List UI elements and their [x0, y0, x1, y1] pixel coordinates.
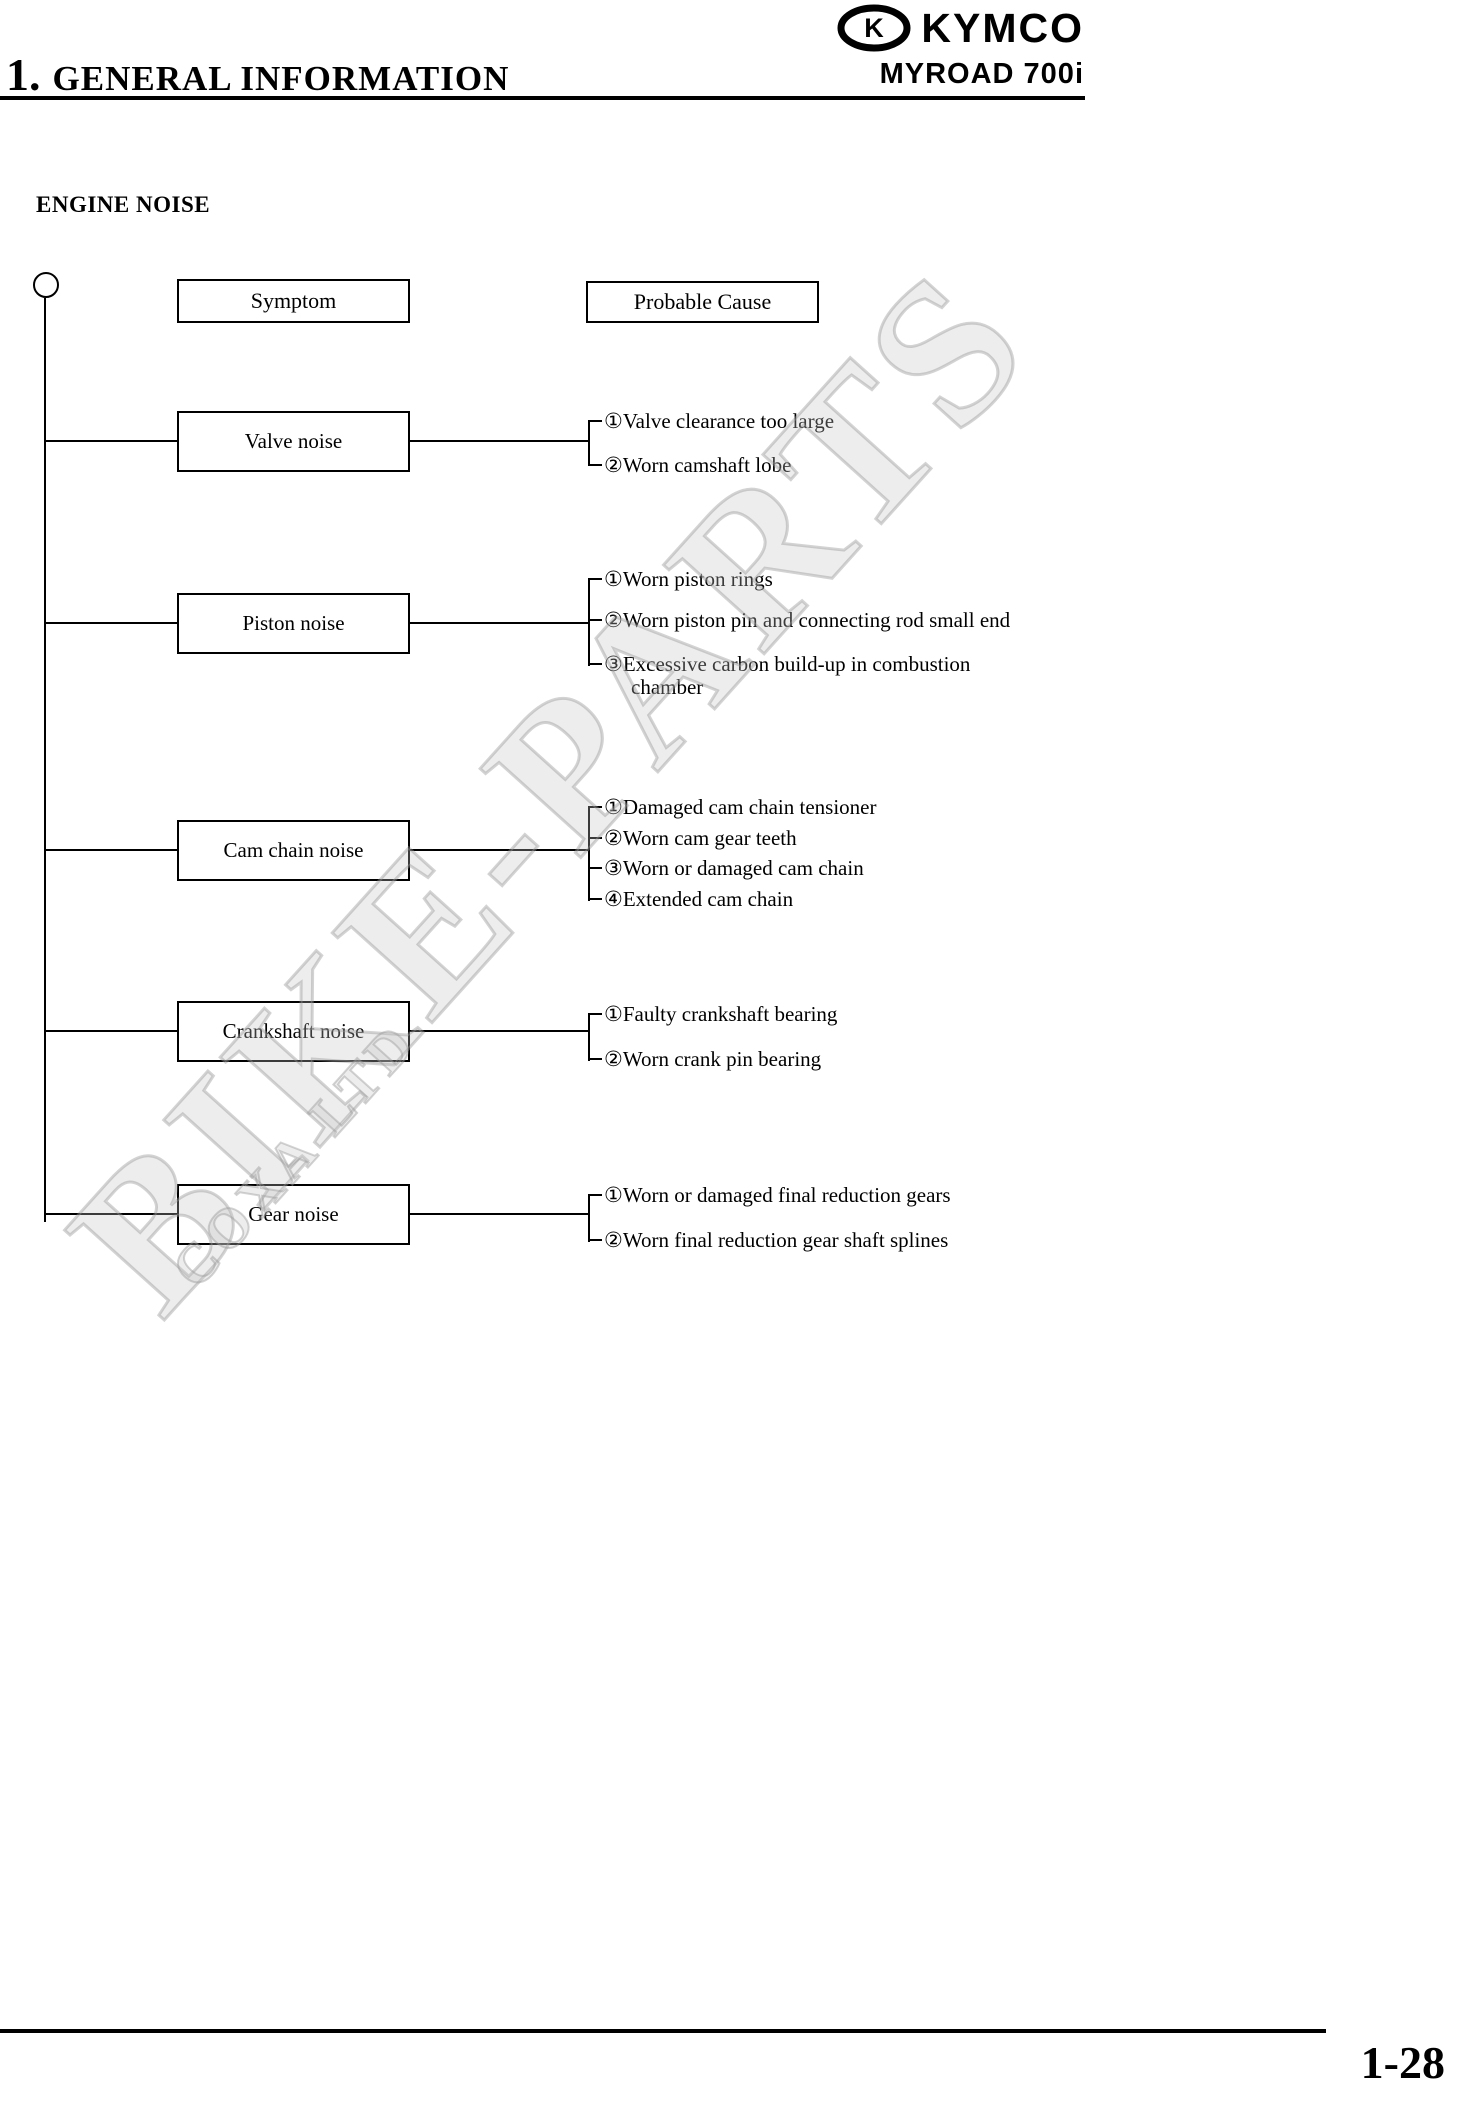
footer-rule [0, 2029, 1326, 2033]
kymco-logo-icon: K [837, 4, 911, 52]
cause-item: ③Worn or damaged cam chain [604, 856, 864, 880]
symptom-box-cam-chain: Cam chain noise [177, 820, 410, 881]
connector-line [45, 1213, 177, 1215]
tick-line [588, 578, 602, 580]
symptom-label: Cam chain noise [223, 838, 364, 862]
tick-line [588, 663, 602, 665]
symptom-box-valve: Valve noise [177, 411, 410, 472]
tick-line [588, 806, 602, 808]
cause-item: ②Worn final reduction gear shaft splines [604, 1228, 949, 1252]
connector-line [45, 440, 177, 442]
cause-item: ①Damaged cam chain tensioner [604, 795, 877, 819]
page-number: 1-28 [1360, 2037, 1445, 2088]
symptom-box-crankshaft: Crankshaft noise [177, 1001, 410, 1062]
cause-header-label: Probable Cause [633, 289, 772, 314]
tick-line [588, 1239, 602, 1241]
section-number: 1. [6, 49, 41, 100]
cause-item: ②Worn piston pin and connecting rod smal… [604, 608, 1011, 632]
cause-item: ④Extended cam chain [604, 887, 794, 911]
model-name: MYROAD 700i [879, 58, 1084, 90]
symptom-label: Crankshaft noise [222, 1019, 365, 1043]
cause-header-box: Probable Cause [586, 281, 819, 323]
section-title: 1. GENERAL INFORMATION [6, 48, 509, 101]
bracket-line [588, 578, 590, 666]
tick-line [588, 837, 602, 839]
symptom-box-gear: Gear noise [177, 1184, 410, 1245]
tick-line [588, 619, 602, 621]
symptom-header-label: Symptom [250, 288, 337, 313]
connector-line [45, 1030, 177, 1032]
title-underline [0, 96, 1085, 100]
connector-line [410, 622, 588, 624]
cause-item: ①Faulty crankshaft bearing [604, 1002, 838, 1026]
brand-name: KYMCO [921, 4, 1084, 51]
connector-line [45, 622, 177, 624]
tick-line [588, 420, 602, 422]
cause-item: ②Worn cam gear teeth [604, 826, 797, 850]
bracket-line [588, 1013, 590, 1061]
cause-item: ②Worn crank pin bearing [604, 1047, 822, 1071]
cause-item: ①Worn or damaged final reduction gears [604, 1183, 951, 1207]
cause-item: ①Worn piston rings [604, 567, 773, 591]
cause-item: ③Excessive carbon build-up in combustion… [604, 652, 971, 699]
flow-start-circle [33, 272, 59, 298]
bracket-line [588, 420, 590, 466]
svg-text:K: K [865, 13, 885, 43]
symptom-box-piston: Piston noise [177, 593, 410, 654]
trunk-line [44, 298, 46, 1222]
symptom-header-box: Symptom [177, 279, 410, 323]
connector-line [410, 440, 588, 442]
cause-item: ②Worn camshaft lobe [604, 453, 792, 477]
bracket-line [588, 806, 590, 901]
tick-line [588, 1013, 602, 1015]
page-heading: ENGINE NOISE [36, 192, 211, 217]
cause-item: ①Valve clearance too large [604, 409, 835, 433]
section-title-text: GENERAL INFORMATION [52, 59, 510, 98]
tick-line [588, 898, 602, 900]
tick-line [588, 1058, 602, 1060]
brand-logo-row: K KYMCO [778, 4, 1084, 52]
symptom-label: Valve noise [244, 429, 343, 453]
bracket-line [588, 1194, 590, 1242]
tick-line [588, 1194, 602, 1196]
connector-line [410, 1213, 588, 1215]
connector-line [45, 849, 177, 851]
tick-line [588, 867, 602, 869]
symptom-label: Piston noise [242, 611, 345, 635]
connector-line [410, 849, 588, 851]
connector-line [410, 1030, 588, 1032]
symptom-label: Gear noise [248, 1202, 339, 1226]
tick-line [588, 464, 602, 466]
